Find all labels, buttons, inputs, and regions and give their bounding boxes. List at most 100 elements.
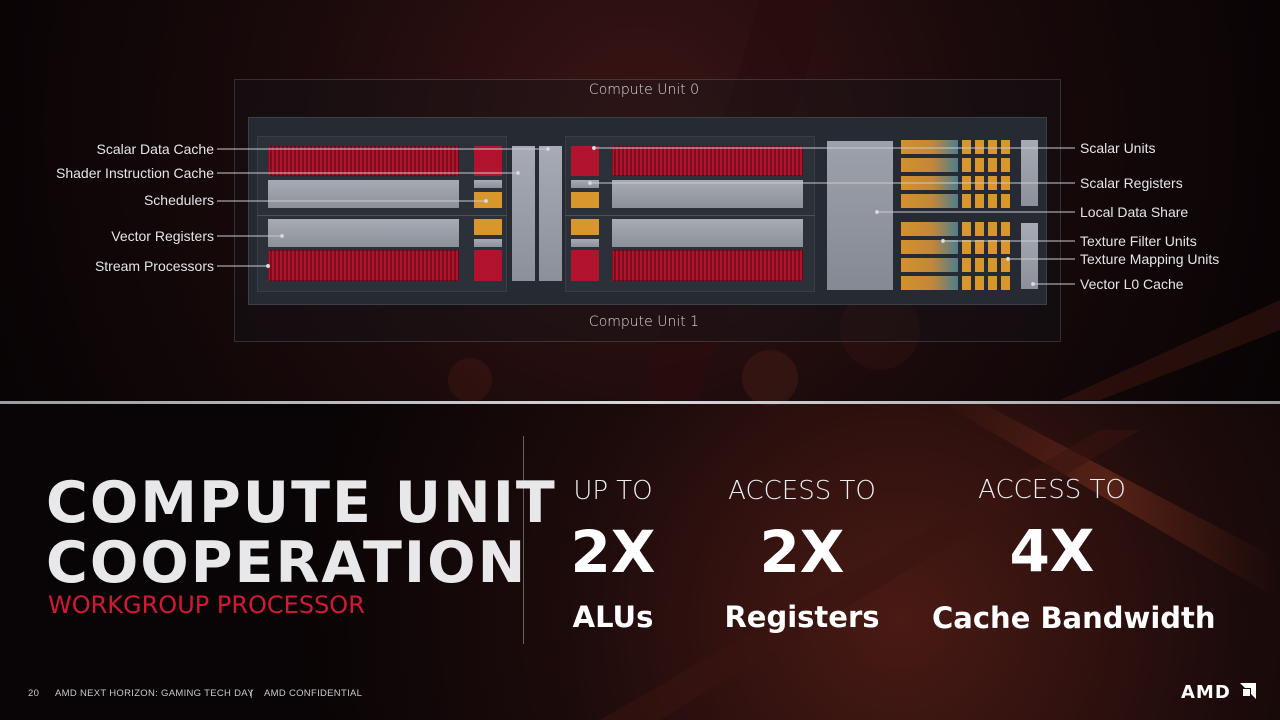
scalar-registers-block — [571, 239, 599, 247]
local-data-share-block — [827, 141, 893, 290]
callout-scalar-data-cache: Scalar Data Cache — [96, 141, 214, 157]
texture-mapping-unit-square — [962, 194, 971, 208]
texture-mapping-unit-square — [988, 222, 997, 236]
texture-mapping-unit-square — [962, 140, 971, 154]
texture-mapping-unit-square — [975, 194, 984, 208]
stat-registers-foot: Registers — [724, 600, 880, 634]
vector-registers-block — [612, 219, 803, 247]
stat-alus-head: UP TO — [573, 476, 653, 506]
column-divider — [523, 436, 524, 644]
callout-vector-registers: Vector Registers — [111, 228, 214, 244]
amd-logo: AMD — [1181, 682, 1257, 703]
texture-mapping-unit-square — [962, 158, 971, 172]
scalar-registers-block — [571, 180, 599, 188]
stat-cache-bandwidth-head: ACCESS TO — [978, 475, 1126, 505]
texture-filter-unit-block — [901, 140, 958, 154]
callout-texture-filter-units: Texture Filter Units — [1080, 233, 1197, 249]
scalar-data-cache-block — [539, 146, 562, 281]
texture-filter-unit-block — [901, 240, 958, 254]
scalar-unit-block — [571, 146, 599, 176]
texture-mapping-unit-square — [975, 140, 984, 154]
callout-vector-l0-cache: Vector L0 Cache — [1080, 276, 1184, 292]
texture-mapping-unit-square — [962, 222, 971, 236]
vector-registers-block — [268, 180, 459, 208]
texture-filter-unit-block — [901, 258, 958, 272]
texture-filter-unit-block — [901, 194, 958, 208]
headline-line-2: COOPERATION — [46, 530, 528, 596]
stat-alus-value: 2X — [570, 518, 656, 586]
callout-local-data-share: Local Data Share — [1080, 204, 1189, 220]
scheduler-block — [474, 219, 502, 235]
texture-mapping-unit-square — [962, 240, 971, 254]
texture-mapping-unit-square — [1001, 276, 1010, 290]
callout-stream-processors: Stream Processors — [94, 258, 214, 274]
texture-mapping-unit-square — [1001, 222, 1010, 236]
scheduler-block — [571, 192, 599, 208]
vector-l0-cache-block — [1021, 223, 1038, 289]
simd-panel — [565, 136, 815, 216]
stream-processors-block — [268, 146, 459, 176]
texture-mapping-unit-square — [1001, 240, 1010, 254]
simd-panel — [565, 215, 815, 292]
texture-mapping-unit-square — [1001, 140, 1010, 154]
texture-filter-unit-block — [901, 276, 958, 290]
vector-l0-cache-block — [1021, 140, 1038, 206]
texture-mapping-unit-square — [962, 258, 971, 272]
texture-mapping-unit-square — [975, 258, 984, 272]
stat-cache-bandwidth-foot: Cache Bandwidth — [932, 601, 1216, 635]
texture-mapping-unit-square — [975, 276, 984, 290]
stat-cache-bandwidth-value: 4X — [1009, 517, 1095, 585]
amd-logo-text: AMD — [1181, 682, 1231, 703]
texture-filter-unit-block — [901, 222, 958, 236]
texture-mapping-unit-square — [1001, 194, 1010, 208]
footer-event: AMD NEXT HORIZON: GAMING TECH DAY — [55, 688, 254, 699]
headline-line-1: COMPUTE UNIT — [46, 470, 557, 536]
callout-shader-instruction-cache: Shader Instruction Cache — [56, 165, 214, 181]
scheduler-block — [474, 192, 502, 208]
stat-registers-value: 2X — [759, 518, 845, 586]
compute-unit-1-label: Compute Unit 1 — [588, 314, 700, 330]
texture-mapping-unit-square — [988, 258, 997, 272]
texture-mapping-unit-square — [1001, 158, 1010, 172]
scalar-registers-block — [474, 180, 502, 188]
texture-mapping-unit-square — [962, 276, 971, 290]
footer-confidential: AMD CONFIDENTIAL — [264, 688, 363, 699]
scheduler-block — [571, 219, 599, 235]
vector-registers-block — [268, 219, 459, 247]
texture-mapping-unit-square — [1001, 258, 1010, 272]
texture-mapping-unit-square — [975, 222, 984, 236]
texture-mapping-unit-square — [975, 158, 984, 172]
stat-registers-head: ACCESS TO — [728, 476, 876, 506]
simd-panel — [257, 215, 507, 292]
scalar-unit-block — [474, 146, 502, 176]
texture-mapping-unit-square — [988, 240, 997, 254]
texture-mapping-unit-square — [975, 240, 984, 254]
footer-separator: | — [250, 688, 253, 699]
texture-filter-unit-block — [901, 158, 958, 172]
texture-mapping-unit-square — [988, 140, 997, 154]
callout-lines — [217, 145, 1075, 287]
callout-schedulers: Schedulers — [143, 192, 214, 208]
callout-scalar-registers: Scalar Registers — [1080, 175, 1183, 191]
texture-mapping-unit-square — [988, 194, 997, 208]
stat-alus-foot: ALUs — [572, 600, 654, 634]
simd-panel — [257, 136, 507, 216]
texture-mapping-unit-square — [988, 158, 997, 172]
shader-instruction-cache-block — [512, 146, 535, 281]
callout-texture-mapping-units: Texture Mapping Units — [1080, 251, 1220, 267]
page-number: 20 — [28, 688, 40, 699]
callout-scalar-units: Scalar Units — [1080, 140, 1156, 156]
scalar-unit-block — [571, 250, 599, 281]
compute-unit-0-label: Compute Unit 0 — [588, 82, 700, 98]
stream-processors-block — [612, 146, 803, 176]
scalar-unit-block — [474, 250, 502, 281]
vector-registers-block — [612, 180, 803, 208]
scalar-registers-block — [474, 239, 502, 247]
headline-subtitle: WORKGROUP PROCESSOR — [48, 591, 365, 619]
stream-processors-block — [268, 250, 459, 281]
texture-mapping-unit-square — [988, 276, 997, 290]
stream-processors-block — [612, 250, 803, 281]
section-divider — [0, 401, 1280, 404]
amd-arrow-icon — [1240, 683, 1257, 699]
